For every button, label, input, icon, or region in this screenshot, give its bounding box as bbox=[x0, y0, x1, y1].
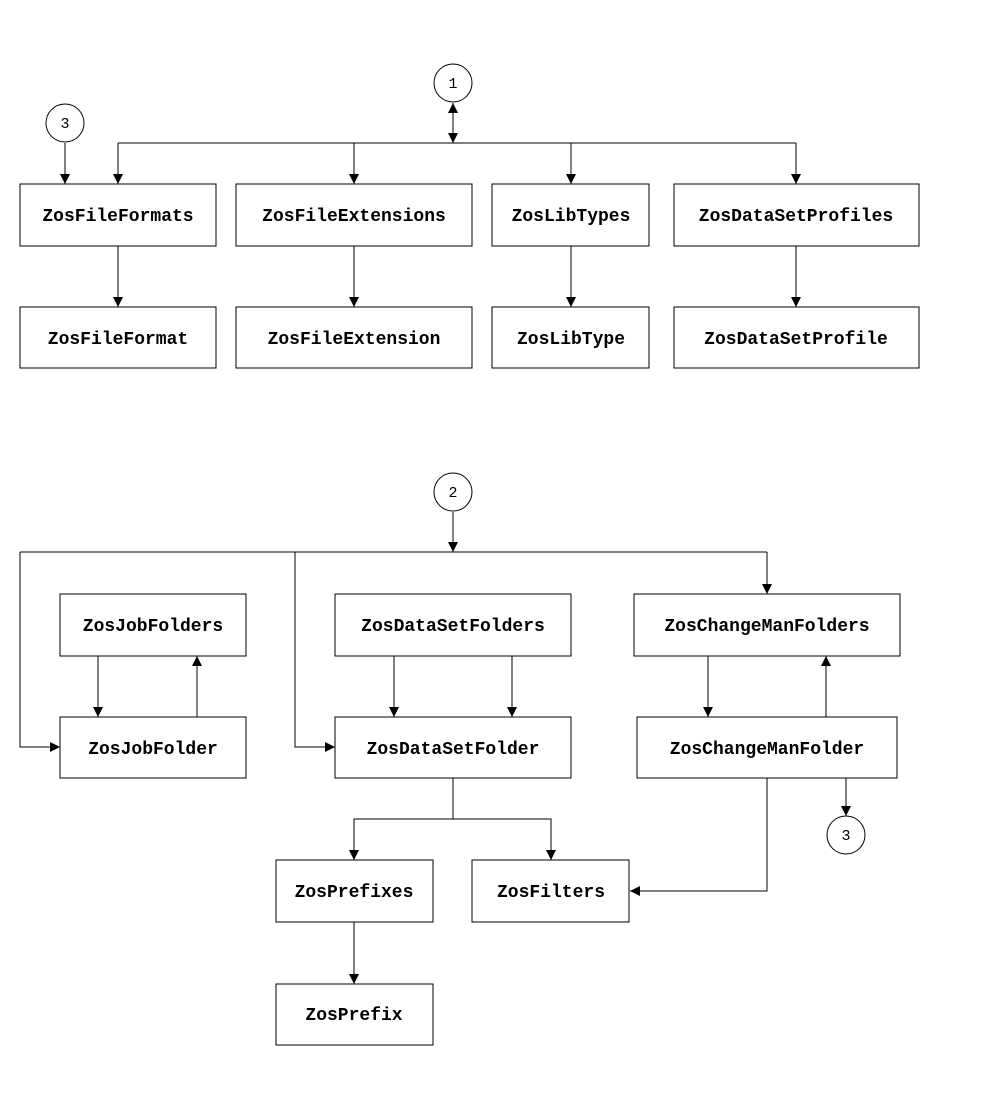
node-label: ZosDataSetProfile bbox=[704, 330, 888, 350]
top-edges bbox=[60, 103, 801, 307]
edge-zosdatasetfolder-zosfilters bbox=[453, 818, 556, 860]
node-label: ZosFileFormats bbox=[42, 207, 193, 227]
node-zosfileformat: ZosFileFormat bbox=[19, 306, 217, 369]
edge-zoschangemanfolder-zosfilters bbox=[630, 778, 768, 896]
node-zosdatasetprofile: ZosDataSetProfile bbox=[673, 306, 920, 369]
node-label: ZosPrefixes bbox=[295, 883, 414, 903]
node-label: ZosJobFolders bbox=[83, 617, 223, 637]
connector-c3-bottom: 3 bbox=[826, 815, 866, 855]
connector-label: 3 bbox=[60, 116, 69, 133]
node-zosfileformats: ZosFileFormats bbox=[19, 183, 217, 247]
node-label: ZosDataSetFolders bbox=[361, 617, 545, 637]
node-zosprefixes: ZosPrefixes bbox=[275, 859, 434, 923]
node-zosfileextension: ZosFileExtension bbox=[235, 306, 473, 369]
node-zoslibtype: ZosLibType bbox=[491, 306, 650, 369]
node-label: ZosDataSetFolder bbox=[367, 740, 540, 760]
node-zosfileextensions: ZosFileExtensions bbox=[235, 183, 473, 247]
node-label: ZosDataSetProfiles bbox=[699, 207, 893, 227]
node-zosdatasetfolders: ZosDataSetFolders bbox=[334, 593, 572, 657]
node-label: ZosChangeManFolders bbox=[664, 617, 869, 637]
connector-label: 1 bbox=[448, 76, 457, 93]
node-label: ZosFilters bbox=[497, 883, 605, 903]
edge-bus-zosjobfolder bbox=[19, 552, 60, 752]
node-label: ZosFileExtensions bbox=[262, 207, 446, 227]
connector-label: 3 bbox=[841, 828, 850, 845]
connector-label: 2 bbox=[448, 485, 457, 502]
node-zosjobfolder: ZosJobFolder bbox=[59, 716, 247, 779]
node-label: ZosPrefix bbox=[305, 1006, 402, 1026]
node-label: ZosLibTypes bbox=[512, 207, 631, 227]
node-label: ZosFileExtension bbox=[268, 330, 441, 350]
node-label: ZosJobFolder bbox=[88, 740, 218, 760]
edge-bus-zosdatasetfolder bbox=[294, 552, 335, 752]
node-zoschangemanfolders: ZosChangeManFolders bbox=[633, 593, 901, 657]
node-label: ZosChangeManFolder bbox=[670, 740, 864, 760]
node-zoslibtypes: ZosLibTypes bbox=[491, 183, 650, 247]
node-zosdatasetprofiles: ZosDataSetProfiles bbox=[673, 183, 920, 247]
edge-zosdatasetfolder-split bbox=[349, 778, 454, 860]
node-zoschangemanfolder: ZosChangeManFolder bbox=[636, 716, 898, 779]
node-zosjobfolders: ZosJobFolders bbox=[59, 593, 247, 657]
node-label: ZosFileFormat bbox=[48, 330, 188, 350]
node-zosprefix: ZosPrefix bbox=[275, 983, 434, 1046]
connector-c1: 1 bbox=[433, 63, 473, 103]
node-label: ZosLibType bbox=[517, 330, 625, 350]
bottom-edges bbox=[19, 512, 851, 984]
node-zosfilters: ZosFilters bbox=[471, 859, 630, 923]
connector-c3-top: 3 bbox=[45, 103, 85, 143]
connector-c2: 2 bbox=[433, 472, 473, 512]
node-zosdatasetfolder: ZosDataSetFolder bbox=[334, 716, 572, 779]
